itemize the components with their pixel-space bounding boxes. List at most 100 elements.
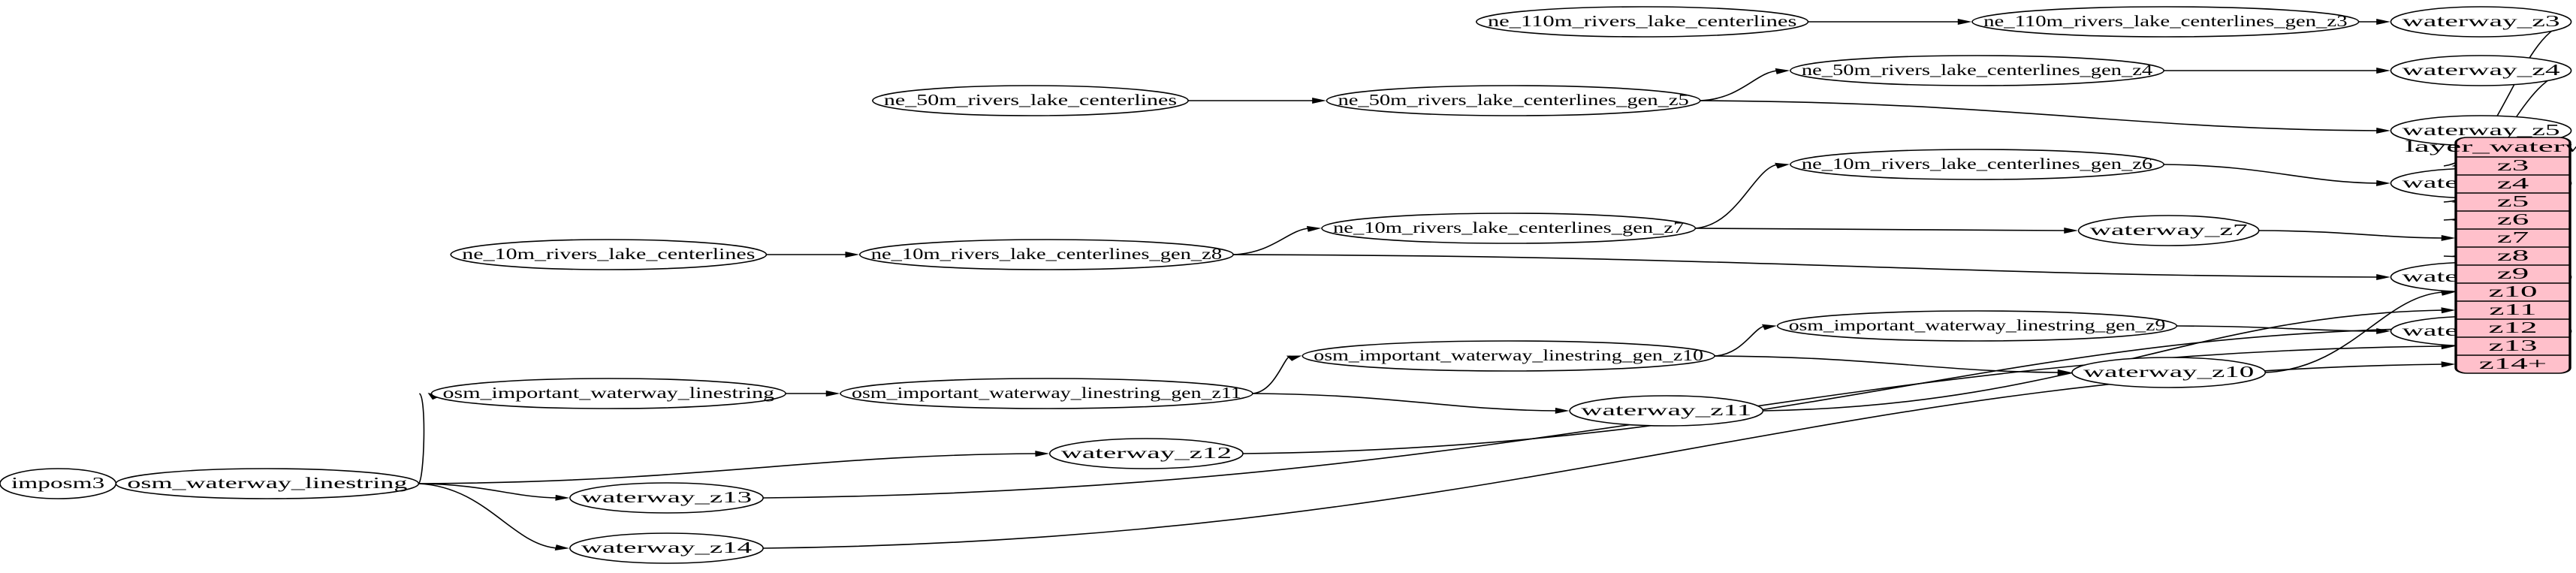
edge-arrowhead (1035, 451, 1050, 457)
layer-table-row-z13[interactable]: z13 (2489, 336, 2538, 354)
layer-table-row-z9[interactable]: z9 (2497, 264, 2529, 282)
edge-ne_10m_rivers_lake_centerlines_gen_z7-to-ne_10m_rivers_lake_centerlines_gen_z6 (1695, 164, 1778, 228)
edge-osm_important_waterway_linestring_gen_z10-to-osm_important_waterway_linestring_gen_z9 (1715, 326, 1766, 356)
node-label: osm_important_waterway_linestring (443, 384, 775, 401)
node-shape (570, 533, 763, 563)
edge-ne_10m_rivers_lake_centerlines_gen_z8-to-ne_10m_rivers_lake_centerlines_gen_z7 (1233, 228, 1310, 255)
edge-arrowhead (2375, 179, 2390, 186)
edge-ne_10m_rivers_lake_centerlines_gen_z8-to-waterway_z8 (1233, 255, 2378, 277)
node-label: osm_important_waterway_linestring_gen_z9 (1789, 316, 2166, 333)
node-shape (451, 240, 766, 270)
node-shape (1302, 341, 1715, 371)
node-waterway_z7[interactable]: waterway_z7 (2079, 216, 2259, 246)
edge-arrowhead (555, 494, 570, 501)
node-label: waterway_z3 (2402, 12, 2559, 29)
node-shape (1050, 439, 1243, 469)
edge-arrowhead (2441, 234, 2456, 241)
node-ne_50m_rivers_lake_centerlines_gen_z5[interactable]: ne_50m_rivers_lake_centerlines_gen_z5 (1326, 86, 1700, 116)
node-waterway_z11[interactable]: waterway_z11 (1570, 396, 1763, 426)
layer-table-row-z4[interactable]: z4 (2497, 174, 2529, 192)
edge-osm_waterway_linestring-to-waterway_z13 (418, 484, 557, 498)
node-label: ne_50m_rivers_lake_centerlines (884, 91, 1177, 108)
node-osm_waterway_linestring[interactable]: osm_waterway_linestring (116, 469, 418, 499)
edge-arrowhead (1555, 407, 1570, 414)
layer-table-frame (2454, 137, 2571, 374)
node-osm_important_waterway_linestring_gen_z10[interactable]: osm_important_waterway_linestring_gen_z1… (1302, 341, 1715, 371)
node-label: waterway_z10 (2083, 363, 2254, 380)
node-label: ne_50m_rivers_lake_centerlines_gen_z4 (1802, 61, 2152, 78)
edge-arrowhead (1312, 98, 1326, 104)
edge-arrowhead (1306, 225, 1322, 232)
node-label: waterway_z12 (1061, 444, 1232, 461)
edge-waterway_z10-to-layer_waterway_z10 (2265, 292, 2444, 372)
node-label: waterway_z13 (581, 488, 752, 505)
node-shape (570, 483, 763, 513)
edge-arrowhead (2376, 19, 2390, 25)
node-label: imposm3 (11, 474, 104, 491)
node-shape (1790, 56, 2164, 86)
node-waterway_z4[interactable]: waterway_z4 (2390, 56, 2571, 86)
node-shape (1570, 396, 1763, 426)
layer-table-row-z8[interactable]: z8 (2497, 246, 2529, 264)
edge-arrowhead (554, 544, 570, 551)
node-shape (2390, 56, 2571, 86)
layer-table-row-z10[interactable]: z10 (2489, 282, 2538, 300)
node-label: ne_10m_rivers_lake_centerlines (462, 245, 755, 262)
node-label: osm_waterway_linestring (127, 474, 407, 491)
node-imposm3[interactable]: imposm3 (0, 469, 116, 499)
node-shape (1322, 213, 1695, 243)
node-label: waterway_z14 (581, 538, 752, 556)
layer-table-header: layer_waterway (2405, 137, 2576, 155)
node-waterway_z10[interactable]: waterway_z10 (2072, 357, 2265, 388)
node-osm_important_waterway_linestring[interactable]: osm_important_waterway_linestring (432, 378, 786, 409)
edge-osm_waterway_linestring-to-waterway_z12 (418, 454, 1037, 484)
node-waterway_z12[interactable]: waterway_z12 (1050, 439, 1243, 469)
node-ne_10m_rivers_lake_centerlines_gen_z8[interactable]: ne_10m_rivers_lake_centerlines_gen_z8 (860, 240, 1233, 270)
edge-arrowhead (2376, 127, 2390, 134)
node-label: ne_110m_rivers_lake_centerlines_gen_z3 (1983, 12, 2347, 29)
nodes-layer: imposm3 osm_waterway_linestring osm_import… (0, 7, 2571, 563)
node-osm_important_waterway_linestring_gen_z9[interactable]: osm_important_waterway_linestring_gen_z9 (1778, 311, 2177, 341)
node-label: waterway_z11 (1581, 401, 1751, 418)
node-ne_10m_rivers_lake_centerlines_gen_z7[interactable]: ne_10m_rivers_lake_centerlines_gen_z7 (1322, 213, 1695, 243)
layer-waterway-table: layer_waterwayz3z4z5z6z7z8z9z10z11z12z13… (2405, 137, 2576, 374)
node-ne_10m_rivers_lake_centerlines_gen_z6[interactable]: ne_10m_rivers_lake_centerlines_gen_z6 (1790, 149, 2164, 179)
layer-table-row-z11[interactable]: z11 (2489, 300, 2536, 318)
node-shape (860, 240, 1233, 270)
node-label: ne_110m_rivers_lake_centerlines (1488, 12, 1797, 29)
layer-table-row-z12[interactable]: z12 (2489, 318, 2538, 336)
edge-waterway_z12-to-layer_waterway_z12 (1243, 328, 2444, 454)
edge-arrowhead (825, 391, 840, 397)
layer-table-row-z3[interactable]: z3 (2497, 156, 2529, 173)
layer-table-row-z7[interactable]: z7 (2497, 228, 2529, 246)
layer-table-row-z14plus[interactable]: z14+ (2479, 354, 2547, 372)
node-osm_important_waterway_linestring_gen_z11[interactable]: osm_important_waterway_linestring_gen_z1… (840, 378, 1253, 409)
node-waterway_z14[interactable]: waterway_z14 (570, 533, 763, 563)
node-ne_50m_rivers_lake_centerlines[interactable]: ne_50m_rivers_lake_centerlines (873, 86, 1188, 116)
node-shape (2072, 357, 2265, 388)
layer-table-row-z6[interactable]: z6 (2497, 210, 2529, 228)
node-ne_50m_rivers_lake_centerlines_gen_z4[interactable]: ne_50m_rivers_lake_centerlines_gen_z4 (1790, 56, 2164, 86)
node-label: waterway_z7 (2090, 221, 2248, 238)
node-ne_110m_rivers_lake_centerlines_gen_z3[interactable]: ne_110m_rivers_lake_centerlines_gen_z3 (1972, 7, 2359, 37)
node-ne_110m_rivers_lake_centerlines[interactable]: ne_110m_rivers_lake_centerlines (1477, 7, 1808, 37)
edge-osm_waterway_linestring-to-osm_important_waterway_linestring (418, 394, 424, 484)
node-shape (2390, 7, 2571, 37)
edge-arrowhead (2376, 68, 2390, 74)
node-shape (2079, 216, 2259, 246)
node-label: osm_important_waterway_linestring_gen_z1… (1314, 346, 1703, 363)
edge-arrowhead (1957, 19, 1972, 25)
node-shape (1790, 149, 2164, 179)
node-ne_10m_rivers_lake_centerlines[interactable]: ne_10m_rivers_lake_centerlines (451, 240, 766, 270)
node-shape (873, 86, 1188, 116)
node-waterway_z3[interactable]: waterway_z3 (2390, 7, 2571, 37)
edge-arrowhead (1286, 355, 1302, 361)
node-label: ne_10m_rivers_lake_centerlines_gen_z8 (871, 245, 1222, 262)
edge-osm_waterway_linestring-to-waterway_z14 (418, 484, 557, 548)
edge-arrowhead (1775, 162, 1790, 169)
layer-table-row-z5[interactable]: z5 (2497, 192, 2529, 210)
node-waterway_z13[interactable]: waterway_z13 (570, 483, 763, 513)
edge-arrowhead (2376, 273, 2390, 280)
